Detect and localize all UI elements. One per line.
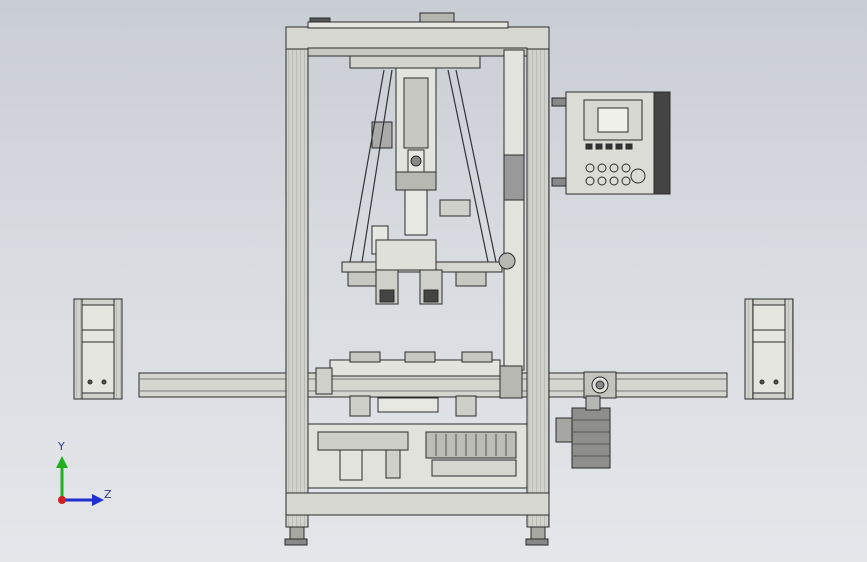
gripper-head [341, 225, 516, 305]
drive-motor [555, 395, 611, 469]
orientation-triad: Y Z [46, 436, 116, 514]
right-side-stand [744, 298, 794, 400]
z-axis-label: Z [104, 488, 112, 501]
y-axis-label: Y [58, 440, 65, 453]
left-side-stand [73, 298, 123, 400]
rail-carriage [315, 351, 523, 417]
hmi-control-panel [551, 91, 671, 195]
pneumatic-panel [317, 431, 517, 481]
conveyor-rail [138, 371, 728, 399]
main-frame [284, 12, 550, 546]
suspension-wires [349, 69, 497, 263]
vertical-actuator [349, 55, 525, 236]
